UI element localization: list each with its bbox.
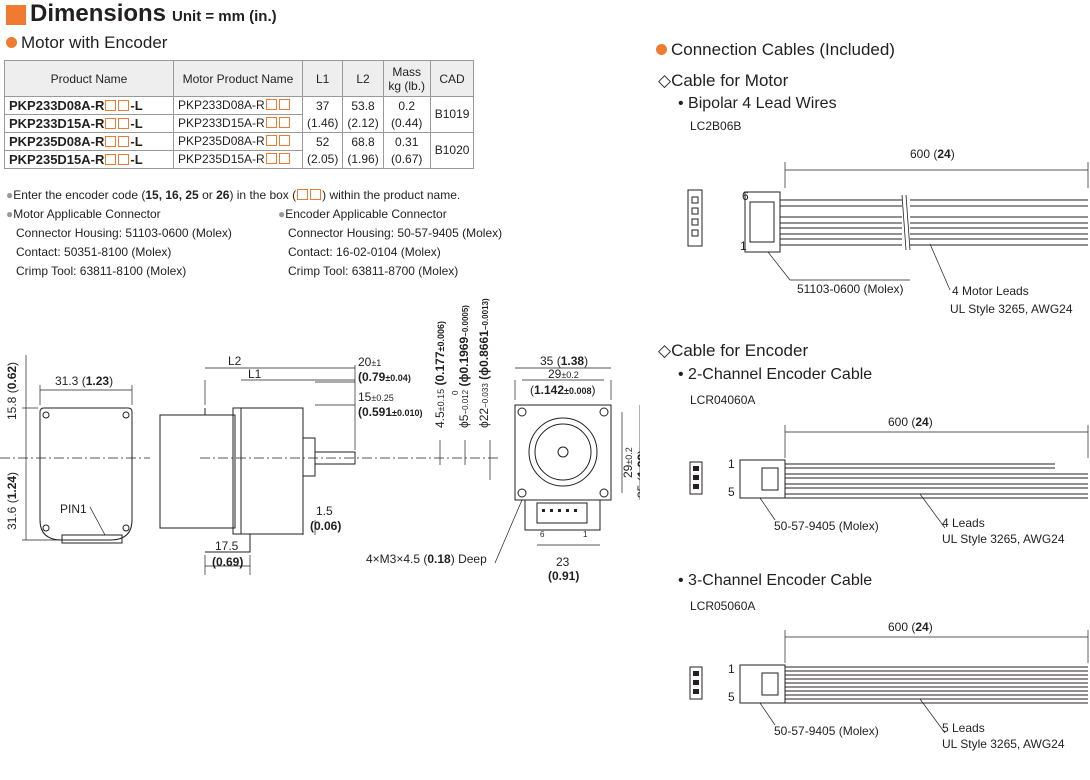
holes-label: 4×M3×4.5 (0.18) Deep bbox=[366, 552, 487, 566]
enc3-pin-bottom: 5 bbox=[728, 690, 735, 704]
enc3-cable-code: LCR05060A bbox=[690, 599, 756, 613]
enc2-cable-subtitle: • 2-Channel Encoder Cable bbox=[678, 366, 873, 383]
spec-table: Product Name Motor Product Name L1 L2 Ma… bbox=[4, 60, 475, 169]
enc3-cable-length: 600 (24) bbox=[888, 620, 933, 634]
pin-1-label: 1 bbox=[583, 530, 588, 539]
col-header: Product Name bbox=[4, 60, 174, 97]
cables-section-title: Connection Cables (Included) bbox=[656, 40, 895, 60]
motor-pin-top: 6 bbox=[742, 189, 749, 203]
motor-cable-length: 600 (24) bbox=[910, 147, 955, 161]
dim-23: 23 bbox=[556, 555, 570, 569]
cad-cell: B1020 bbox=[429, 132, 475, 169]
bullet-dot-icon bbox=[6, 37, 17, 48]
diamond-icon: ◇ bbox=[658, 71, 672, 90]
tol-zero: 0 bbox=[451, 390, 460, 395]
col-header: Motor Product Name bbox=[173, 60, 303, 97]
enc2-cable-length: 600 (24) bbox=[888, 415, 933, 429]
encoder-code-note: ●Enter the encoder code (15, 16, 25 or 2… bbox=[6, 188, 461, 202]
table-row: PKP235D15A-R-L PKP235D15A-R bbox=[4, 150, 474, 169]
motor-name-cell: PKP235D15A-R bbox=[173, 150, 303, 169]
dim-front-width: 31.3 (1.23) bbox=[55, 374, 113, 388]
l1-cell: 52(2.05) bbox=[301, 132, 344, 169]
dim-l2: L2 bbox=[228, 354, 242, 368]
l2-cell: 53.8(2.12) bbox=[342, 96, 384, 133]
dim-29: 29±0.2 bbox=[548, 367, 579, 381]
l1-cell: 37(1.46) bbox=[301, 96, 344, 133]
pin-6-label: 6 bbox=[540, 530, 545, 539]
dim-1-5-in: (0.06) bbox=[310, 519, 341, 533]
dim-20-in: (0.79±0.04) bbox=[358, 370, 411, 384]
dim-29-vert: 29±0.2 bbox=[621, 447, 635, 478]
title-square-icon bbox=[6, 5, 26, 25]
diamond-icon: ◇ bbox=[658, 341, 672, 360]
enc3-cable-subtitle: • 3-Channel Encoder Cable bbox=[678, 572, 873, 589]
dim-35-vert: 35 (1.38) bbox=[635, 450, 640, 498]
motor-leads-label: 4 Motor Leads bbox=[952, 284, 1029, 298]
dim-17-5-in: (0.69) bbox=[212, 555, 243, 569]
col-header: CAD bbox=[429, 60, 475, 97]
table-row: PKP233D08A-R-L PKP233D08A-R 37(1.46) 53.… bbox=[4, 96, 475, 133]
dim-20: 20±1 bbox=[358, 355, 381, 369]
bullet-dot-icon bbox=[656, 44, 667, 55]
mass-cell: 0.31(0.67) bbox=[382, 132, 431, 169]
dim-15-in: (0.591±0.010) bbox=[358, 405, 423, 419]
enc3-cable-drawing: 1 5 600 (24) 50-57-9405 (Molex) 5 Leads … bbox=[689, 620, 1089, 751]
dim-l1: L1 bbox=[248, 367, 262, 381]
dim-29-in: (1.142±0.008) bbox=[530, 383, 596, 397]
motor-name-cell: PKP235D08A-R bbox=[173, 132, 303, 151]
enc2-connector-label: 50-57-9405 (Molex) bbox=[774, 519, 879, 533]
dim-23-in: (0.91) bbox=[548, 569, 579, 583]
table-row: PKP235D08A-R-L PKP235D08A-R 52(2.05) 68.… bbox=[4, 132, 475, 169]
motor-ul-label: UL Style 3265, AWG24 bbox=[950, 302, 1073, 316]
enc3-connector-label: 50-57-9405 (Molex) bbox=[774, 724, 879, 738]
motor-pin-bottom: 1 bbox=[740, 239, 747, 253]
enc2-leads-label: 4 Leads bbox=[942, 516, 985, 530]
motor-cable-drawing: 6 1 600 (24) 51103-0600 (Molex) 4 Motor … bbox=[687, 147, 1089, 316]
dim-15: 15±0.25 bbox=[358, 390, 394, 404]
motor-cable-subtitle: • Bipolar 4 Lead Wires bbox=[678, 95, 837, 112]
encoder-connector-notes: ●Encoder Applicable Connector Connector … bbox=[278, 207, 503, 278]
dim-front-top: 15.8 (0.62) bbox=[5, 362, 19, 420]
mass-cell: 0.2(0.44) bbox=[382, 96, 431, 133]
enc3-pin-top: 1 bbox=[728, 662, 735, 676]
dim-17-5: 17.5 bbox=[215, 539, 239, 553]
pin1-label: PIN1 bbox=[60, 502, 87, 516]
dim-35: 35 (1.38) bbox=[540, 354, 588, 368]
dim-vert-22: ϕ22−0.033 (ϕ0.8661−0.0013) bbox=[477, 298, 491, 428]
dim-1-5: 1.5 bbox=[316, 504, 333, 518]
dim-front-low: 31.6 (1.24) bbox=[5, 472, 19, 530]
enc2-cable-drawing: 1 5 600 (24) 50-57-9405 (Molex) 4 Leads … bbox=[689, 415, 1089, 546]
enc3-ul-label: UL Style 3265, AWG24 bbox=[942, 737, 1065, 751]
product-name-cell: PKP235D15A-R-L bbox=[4, 150, 174, 169]
dimension-drawing: 31.3 (1.23) 15.8 (0.62) 31.6 (1.24) PIN1… bbox=[0, 298, 640, 583]
dim-vert-45: 4.5±0.15 (0.177±0.006) bbox=[433, 321, 447, 428]
col-header: L2 bbox=[342, 60, 384, 97]
motor-connector-notes: ●Motor Applicable Connector Connector Ho… bbox=[6, 207, 232, 278]
motor-connector-label: 51103-0600 (Molex) bbox=[797, 282, 904, 296]
l2-cell: 68.8(1.96) bbox=[342, 132, 384, 169]
enc2-cable-code: LCR04060A bbox=[690, 393, 756, 407]
dim-vert-5: ϕ5−0.012 (ϕ0.1969−0.0005) bbox=[457, 305, 471, 428]
enc2-pin-top: 1 bbox=[728, 457, 735, 471]
col-header: Mass kg (lb.) bbox=[382, 60, 431, 97]
encoder-cable-title: ◇Cable for Encoder bbox=[658, 341, 809, 360]
product-name-cell: PKP233D15A-R-L bbox=[4, 114, 174, 133]
motor-cable-title: ◇Cable for Motor bbox=[658, 71, 789, 90]
cad-cell: B1019 bbox=[429, 96, 475, 133]
enc2-ul-label: UL Style 3265, AWG24 bbox=[942, 532, 1065, 546]
motor-cable-code: LC2B06B bbox=[690, 119, 742, 133]
enc2-pin-bottom: 5 bbox=[728, 485, 735, 499]
enc3-leads-label: 5 Leads bbox=[942, 721, 985, 735]
motor-section-title: Motor with Encoder bbox=[6, 33, 167, 53]
